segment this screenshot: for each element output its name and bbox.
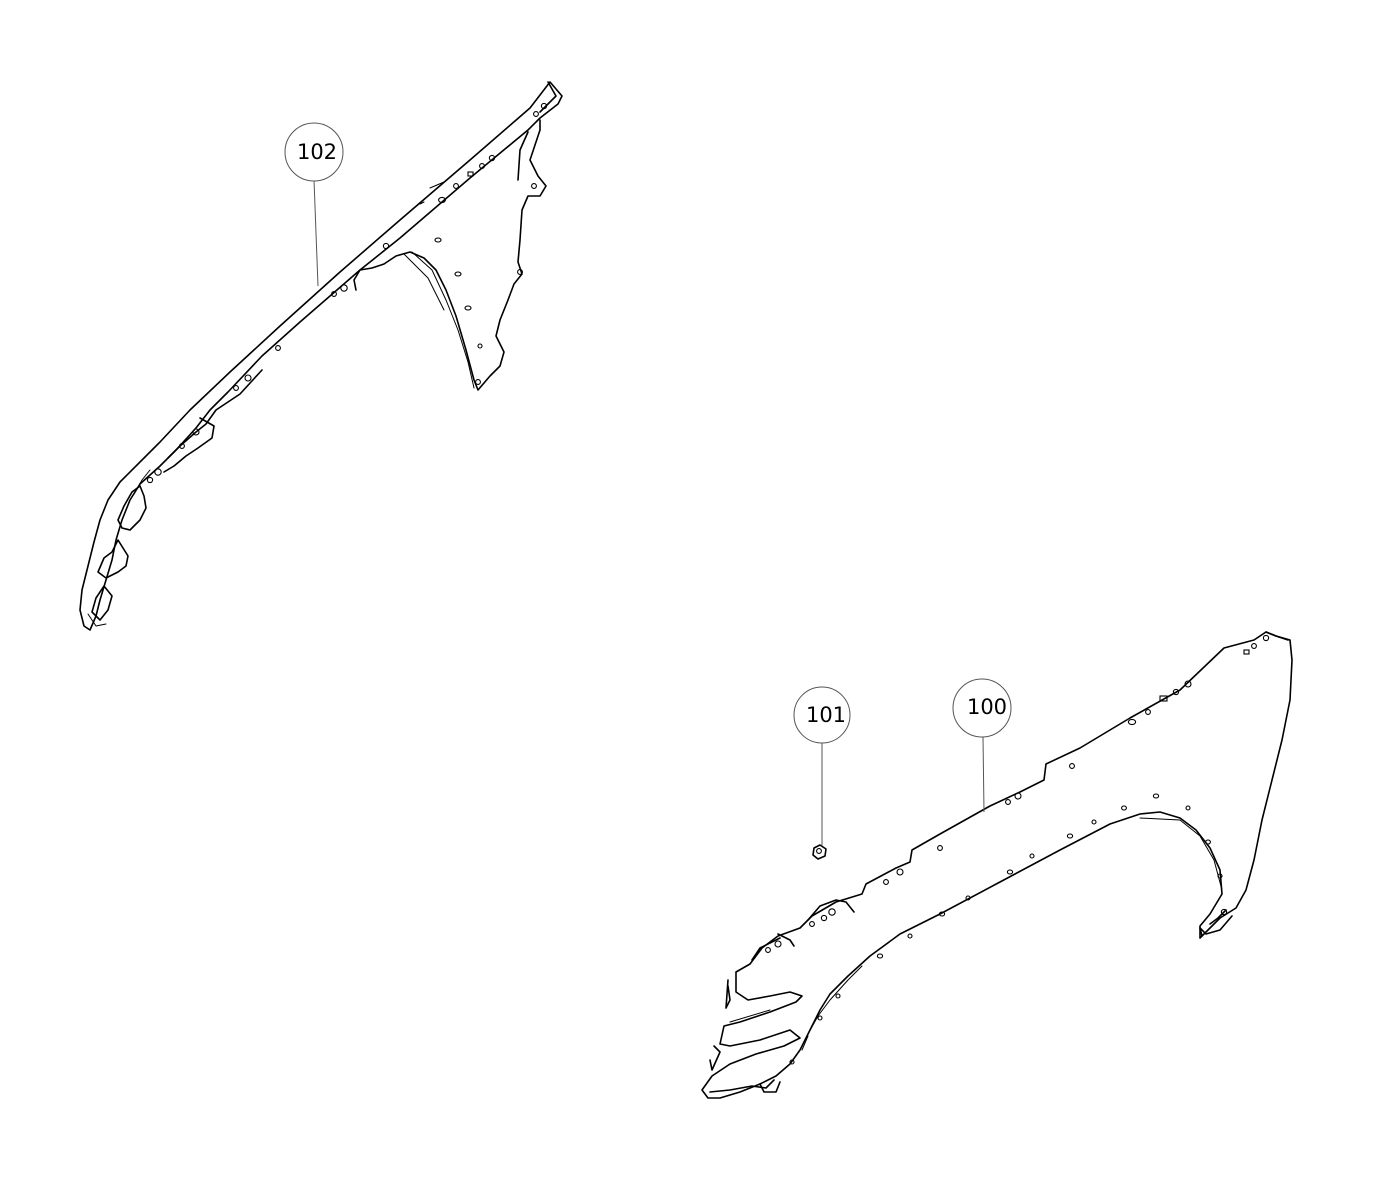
- nut-fastener-icon[interactable]: [812, 844, 827, 860]
- callout-circle-102: [284, 122, 344, 182]
- callout-label-102: 102: [297, 140, 337, 164]
- callout-101[interactable]: 101: [793, 686, 851, 846]
- leader-line-102: [313, 179, 319, 287]
- front-fender-panel-icon[interactable]: [701, 631, 1293, 1099]
- callout-label-100: 100: [967, 695, 1007, 719]
- callout-102[interactable]: 102: [284, 122, 344, 287]
- callout-circle-100: [952, 678, 1012, 738]
- callout-label-101: 101: [806, 703, 846, 727]
- callout-100[interactable]: 100: [952, 678, 1012, 813]
- callout-circle-101: [793, 686, 851, 744]
- fender-liner-reinforcement-icon[interactable]: [79, 81, 563, 631]
- leader-line-100: [982, 736, 985, 813]
